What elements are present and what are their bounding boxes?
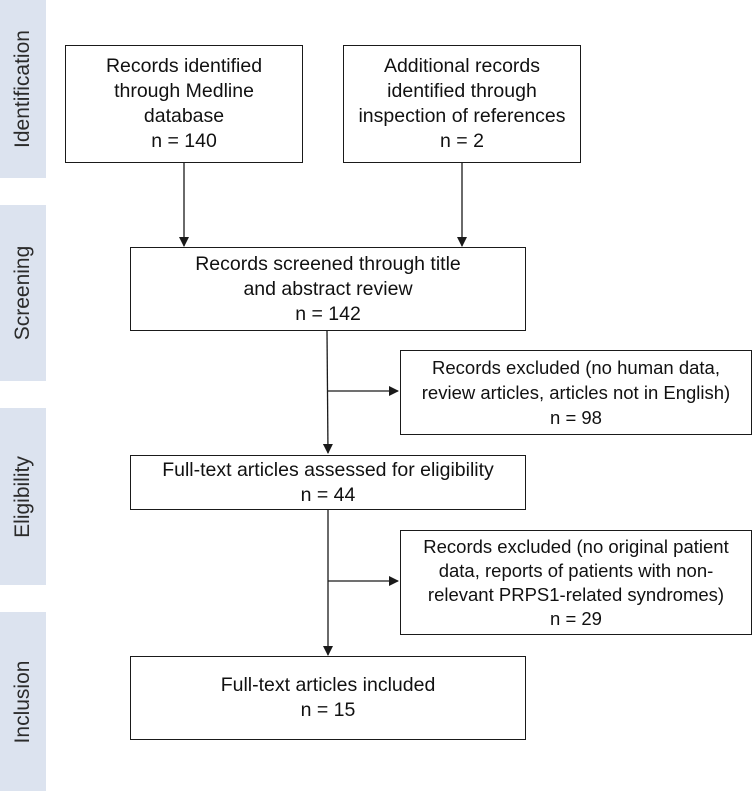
box-excluded-eligibility-line-1: Records excluded (no original patient bbox=[423, 535, 729, 557]
box-screened-line-2: and abstract review bbox=[243, 277, 413, 300]
arrow-screened-to-fulltext bbox=[322, 330, 333, 454]
box-included-line-1: Full-text articles included bbox=[220, 674, 436, 696]
box-additional-records: Additional records identified through in… bbox=[343, 45, 581, 163]
box-additional-line-1: Additional records bbox=[383, 55, 541, 77]
phase-screening: Screening bbox=[0, 205, 46, 381]
box-medline-line-1: Records identified bbox=[105, 55, 263, 77]
phase-inclusion: Inclusion bbox=[0, 612, 46, 791]
box-additional-line-2: identified through bbox=[387, 80, 537, 102]
box-medline-records: Records identified through Medline datab… bbox=[65, 45, 303, 163]
box-fulltext-assessed: Full-text articles assessed for eligibil… bbox=[130, 455, 526, 510]
box-excluded-eligibility-count: n = 29 bbox=[550, 607, 602, 629]
phase-eligibility: Eligibility bbox=[0, 408, 46, 585]
box-records-screened: Records screened through title and abstr… bbox=[130, 247, 526, 331]
box-additional-count: n = 2 bbox=[440, 130, 484, 152]
box-excluded-screening: Records excluded (no human data, review … bbox=[400, 350, 752, 435]
box-excluded-screening-line-2: review articles, articles not in English… bbox=[421, 382, 731, 403]
box-medline-line-2: through Medline bbox=[114, 80, 254, 102]
box-screened-count: n = 142 bbox=[295, 302, 361, 325]
box-medline-count: n = 140 bbox=[151, 130, 217, 152]
phase-identification: Identification bbox=[0, 0, 46, 178]
box-excluded-screening-count: n = 98 bbox=[550, 407, 602, 428]
box-additional-line-3: inspection of references bbox=[358, 105, 566, 127]
box-excluded-eligibility-line-2: data, reports of patients with non- bbox=[438, 559, 714, 581]
box-medline-line-3: database bbox=[143, 105, 225, 127]
box-fulltext-count: n = 44 bbox=[300, 483, 356, 506]
box-included-count: n = 15 bbox=[300, 699, 356, 721]
box-fulltext-included: Full-text articles included n = 15 bbox=[130, 656, 526, 740]
box-excluded-eligibility-line-3: relevant PRPS1-related syndromes) bbox=[427, 583, 725, 605]
box-screened-line-1: Records screened through title bbox=[195, 252, 461, 275]
box-excluded-eligibility: Records excluded (no original patient da… bbox=[400, 530, 752, 635]
box-excluded-screening-line-1: Records excluded (no human data, bbox=[432, 357, 720, 378]
box-fulltext-line-1: Full-text articles assessed for eligibil… bbox=[162, 458, 494, 481]
